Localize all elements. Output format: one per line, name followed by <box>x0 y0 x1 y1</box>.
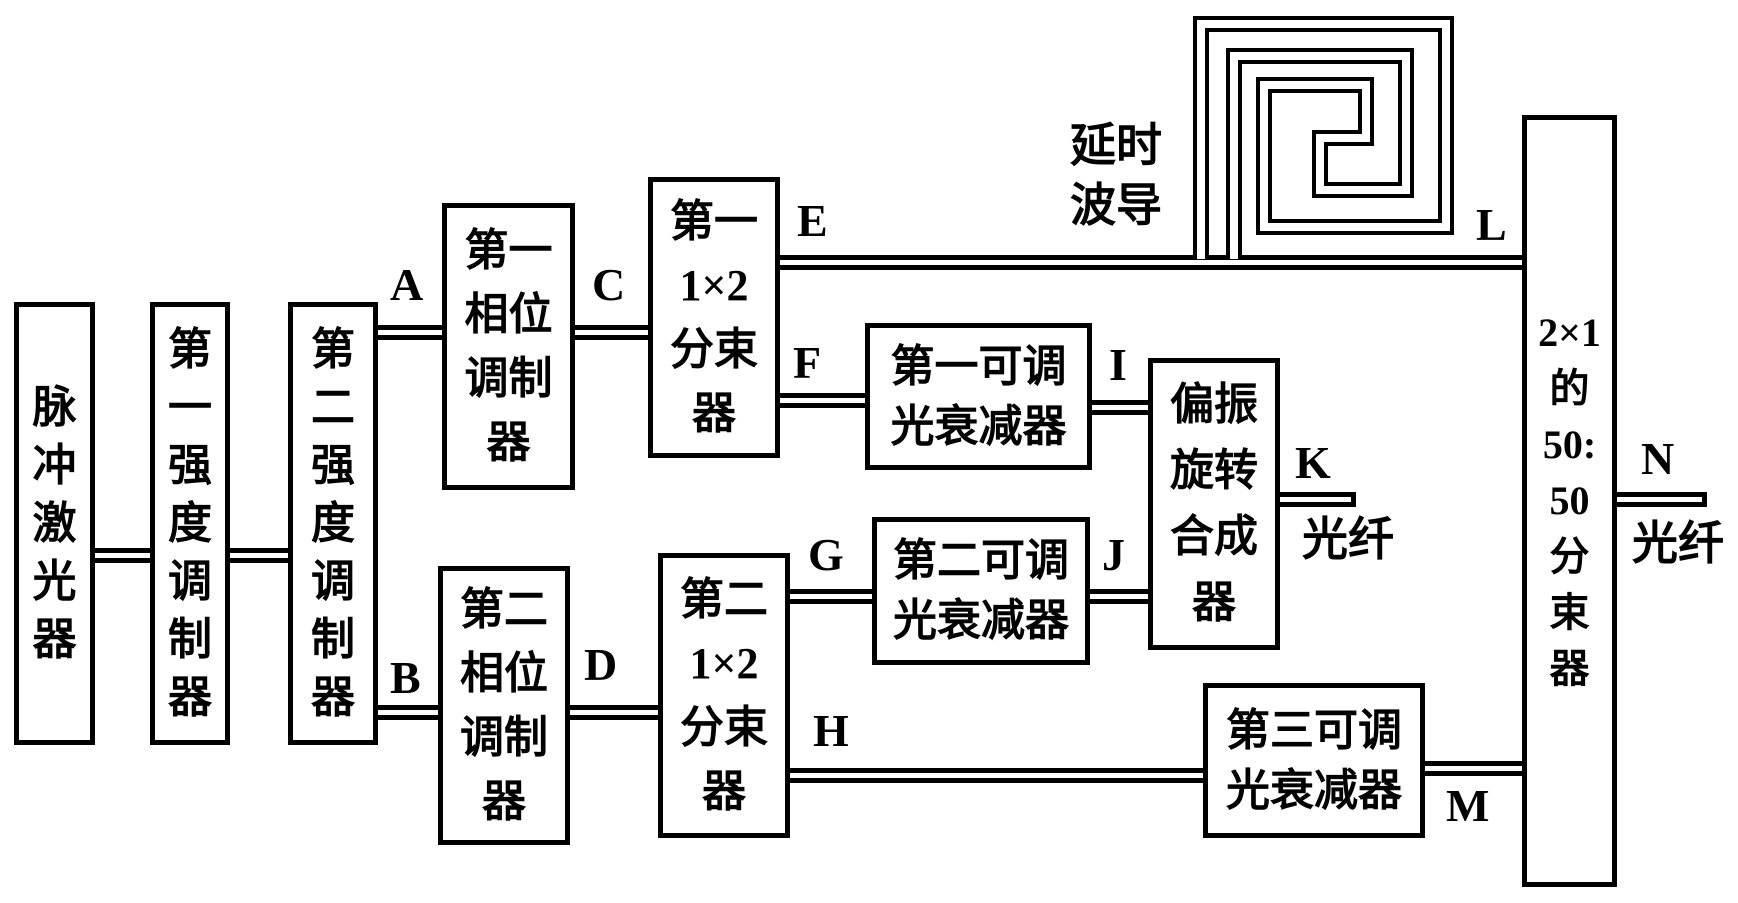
wire-a <box>378 325 442 340</box>
port-label-c: C <box>592 259 626 310</box>
port-label-n: N <box>1641 433 1675 484</box>
component-label: 第二可调光衰减器 <box>893 536 1069 645</box>
delay-waveguide-spiral-icon <box>1193 16 1454 259</box>
component-pulse-laser: 脉冲激光器 <box>14 302 95 745</box>
wire-d <box>570 705 658 720</box>
fiber-stub-n <box>1617 492 1707 507</box>
wire-j <box>1090 589 1148 604</box>
delay-waveguide-label: 延时波导 <box>1070 120 1162 231</box>
component-label: 第一相位调制器 <box>464 225 553 467</box>
component-label: 第一强度调制器 <box>168 324 212 722</box>
component-attenuator-1: 第一可调光衰减器 <box>865 323 1092 470</box>
component-label: 第二相位调制器 <box>460 584 548 826</box>
port-label-i: I <box>1109 339 1127 390</box>
wire-i <box>1092 400 1148 415</box>
component-attenuator-2: 第二可调光衰减器 <box>872 517 1090 665</box>
component-intensity-modulator-2: 第二强度调制器 <box>288 302 378 745</box>
port-label-f: F <box>793 337 822 388</box>
component-label: 第一可调光衰减器 <box>890 341 1067 451</box>
component-label: 偏振旋转合成器 <box>1170 380 1258 627</box>
port-label-g: G <box>808 529 844 580</box>
component-phase-modulator-1: 第一相位调制器 <box>442 203 575 490</box>
port-label-k: K <box>1295 437 1331 488</box>
port-label-a: A <box>390 259 424 310</box>
component-attenuator-3: 第三可调光衰减器 <box>1203 683 1425 838</box>
port-label-d: D <box>584 639 618 690</box>
wire-h <box>790 768 1203 783</box>
port-label-h: H <box>813 705 849 756</box>
wire-laser-to-imod1 <box>94 548 150 563</box>
component-label: 第二强度调制器 <box>311 324 355 722</box>
port-label-l: L <box>1476 199 1507 250</box>
fiber-label-n: 光纤 <box>1632 518 1724 569</box>
component-label: 第三可调光衰减器 <box>1226 705 1402 815</box>
component-intensity-modulator-1: 第一强度调制器 <box>150 302 230 745</box>
port-label-m: M <box>1446 780 1490 831</box>
wire-c <box>575 325 648 340</box>
wire-b <box>378 705 438 720</box>
wire-m <box>1425 761 1522 776</box>
component-phase-modulator-2: 第二相位调制器 <box>438 566 570 845</box>
port-label-j: J <box>1102 529 1125 580</box>
component-label: 脉冲激光器 <box>32 382 77 664</box>
wire-e-to-l <box>780 255 1522 270</box>
port-label-e: E <box>797 195 828 246</box>
wire-f <box>780 393 865 408</box>
fiber-stub-k <box>1280 492 1356 507</box>
component-pol-rotation-combiner: 偏振旋转合成器 <box>1148 358 1280 650</box>
fiber-label-k: 光纤 <box>1302 514 1394 565</box>
wire-g <box>790 589 872 604</box>
port-label-b: B <box>390 652 421 703</box>
wire-imod1-to-imod2 <box>230 548 288 563</box>
